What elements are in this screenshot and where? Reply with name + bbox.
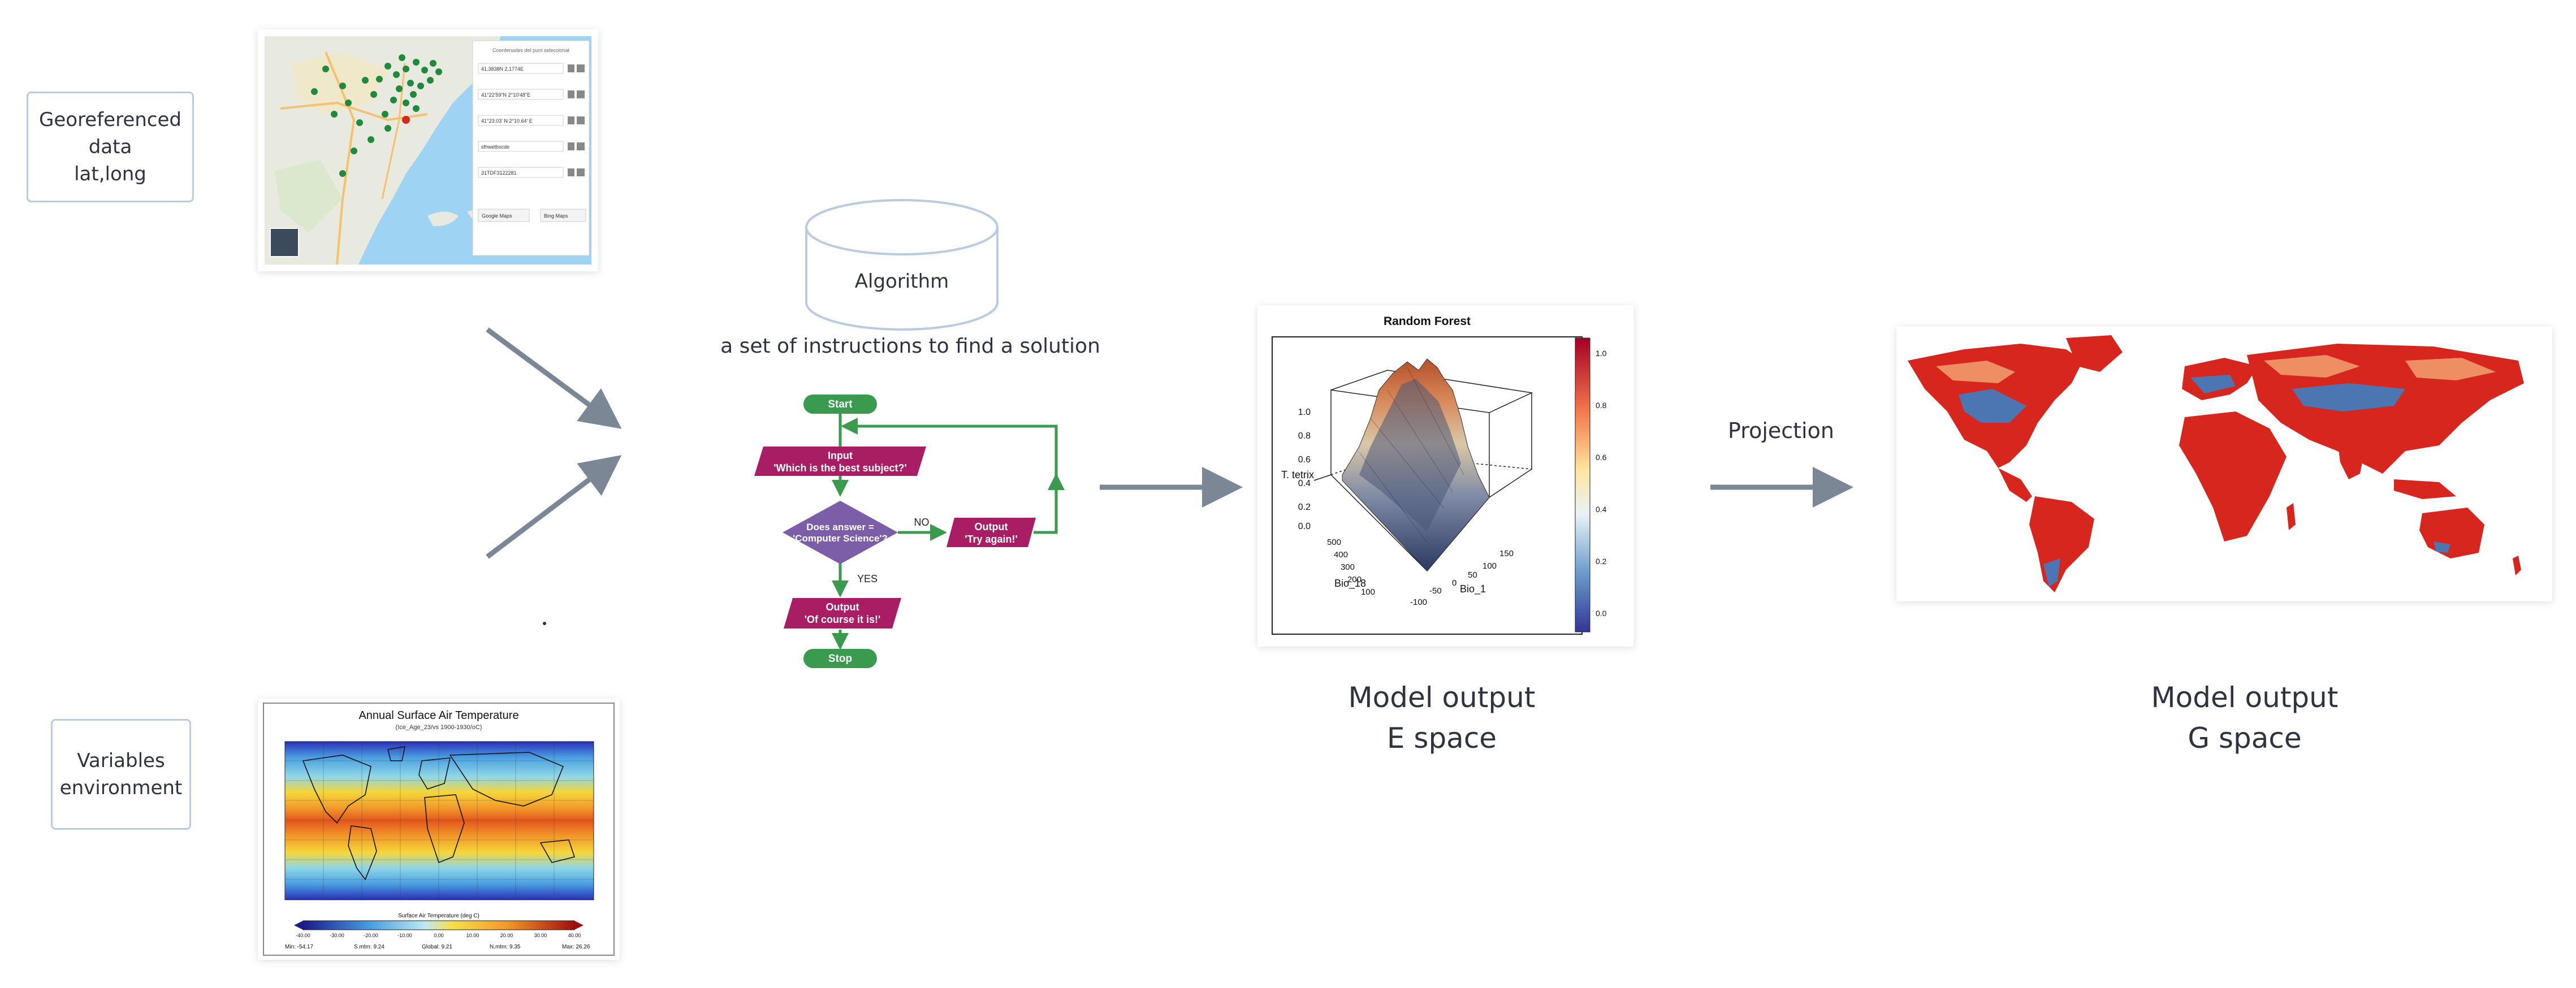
temp-tick-0: -40.00 [296, 933, 310, 938]
rf-title: Random Forest [1384, 315, 1471, 328]
flow-start [803, 395, 877, 414]
temperature-map-subtitle: (Ice_Age_23/vs 1900-1930/oC) [396, 724, 482, 731]
flow-output-try-again [946, 518, 1036, 547]
projection-label: Projection [1728, 418, 1834, 443]
temp-tick-1: -30.00 [330, 933, 344, 938]
arrow-variables-to-algorithm [486, 455, 622, 559]
rf-xtick-200: 200 [1347, 575, 1362, 584]
rf-ylabel: Bio_1 [1460, 583, 1486, 595]
rf-ytick-150: 150 [1499, 549, 1514, 558]
flow-ok-line1: Output [826, 601, 859, 613]
rf-cbar-tick-3: 0.6 [1596, 453, 1607, 462]
arrow-georef-to-algorithm [486, 327, 622, 429]
rf-cbar-tick-6: 0.0 [1596, 609, 1607, 618]
temperature-map-title: Annual Surface Air Temperature [358, 709, 518, 722]
temp-stat-global: Global: 9.21 [422, 944, 452, 950]
rf-ytick-neg50: -50 [1429, 586, 1442, 596]
rf-ztick-5: 0.2 [1298, 502, 1311, 512]
rf-xtick-300: 300 [1341, 562, 1355, 572]
variables-environment-box: Variables environment [51, 719, 191, 830]
map-field-3: 41°23.03' N 2°10.64' E [481, 118, 533, 124]
g-space-caption-line2: G space [2188, 722, 2302, 755]
rf-xtick-100: 100 [1361, 587, 1375, 597]
rf-ztick-3: 0.6 [1298, 455, 1311, 465]
flow-stop [803, 649, 877, 668]
temp-tick-7: 30.00 [534, 933, 547, 938]
georeferenced-data-box: Georeferenced data lat,long [27, 92, 194, 202]
temp-stat-nmtm: N.mtm: 9.35 [490, 944, 521, 950]
temp-tick-2: -20.00 [364, 933, 378, 938]
occurrence-map: Coordenades del punt seleccionat 41.3838… [265, 36, 591, 265]
rf-xtick-500: 500 [1327, 538, 1341, 547]
g-space-caption: Model output G space [2069, 677, 2420, 759]
world-map-card [1896, 327, 2552, 601]
algorithm-subtitle: a set of instructions to find a solution [720, 335, 1100, 358]
map-panel-title: Coordenades del punt seleccionat [492, 47, 570, 53]
rf-cbar-tick-4: 0.4 [1596, 505, 1607, 514]
variables-environment-label: Variables environment [59, 749, 183, 799]
occurrence-map-card: Coordenades del punt seleccionat 41.3838… [258, 29, 598, 271]
flow-input-line1: Input [828, 450, 853, 461]
flowchart: Start Input 'Which is the best subject?'… [754, 395, 1065, 668]
temp-stat-min: Min: -54.17 [285, 944, 313, 950]
rf-ytick-100: 100 [1483, 561, 1497, 571]
georeferenced-data-label: Georeferenced data lat,long [39, 109, 181, 185]
flow-start-label: Start [828, 398, 853, 410]
e-space-caption: Model output E space [1267, 677, 1617, 759]
algorithm-title: Algorithm [854, 270, 949, 293]
world-projection-map [1896, 327, 2552, 601]
rf-ztick-2: 0.8 [1298, 431, 1311, 441]
temp-tick-3: -10.00 [397, 933, 412, 938]
rf-ytick-50: 50 [1468, 570, 1477, 580]
temperature-map: Annual Surface Air Temperature (Ice_Age_… [263, 703, 615, 956]
temp-tick-6: 20.00 [500, 933, 513, 938]
stray-dot [543, 622, 546, 625]
flow-input [754, 447, 926, 476]
map-field-2: 41°22'59"N 2°10'48"E [481, 92, 530, 98]
rf-ztick-6: 0.0 [1298, 522, 1311, 531]
flow-stop-label: Stop [828, 653, 852, 665]
temp-stat-smtm: S.mtm: 9.24 [354, 944, 384, 950]
flow-yes-label: YES [857, 573, 878, 584]
flow-no-label: NO [914, 517, 930, 528]
rf-xlabel: Bio_18 [1334, 578, 1366, 590]
random-forest-plot: Random Forest 1.0 0.8 0.6 0.4 0.2 0.0 T.… [1272, 315, 1607, 635]
flow-ok-line2: 'Of course it is!' [805, 614, 881, 625]
rf-zlabel: T. tetrix [1281, 469, 1314, 480]
rf-cbar-tick-1: 1.0 [1596, 349, 1607, 358]
rf-cbar-tick-2: 0.8 [1596, 401, 1607, 410]
flow-decision-line1: Does answer = [806, 522, 874, 532]
flow-try-line1: Output [975, 521, 1008, 532]
rf-ytick-neg100: -100 [1410, 597, 1427, 607]
bing-maps-button[interactable]: Bing Maps [544, 213, 568, 219]
algorithm-cylinder [805, 199, 999, 331]
flow-try-line2: 'Try again!' [965, 534, 1018, 545]
e-space-caption-line2: E space [1386, 722, 1497, 755]
g-space-caption-line1: Model output [2151, 681, 2339, 714]
flow-input-line2: 'Which is the best subject?' [773, 462, 907, 474]
map-field-5: 31TDF3122281 [481, 170, 517, 176]
rf-cbar-tick-5: 0.2 [1596, 557, 1607, 566]
rf-xtick-400: 400 [1334, 550, 1348, 560]
flow-output-of-course [784, 598, 901, 629]
rf-ztick-4: 0.4 [1298, 479, 1311, 488]
flow-decision-line2: 'Computer Science'? [793, 533, 888, 544]
map-field-1: 41.3838N 2.1774E [481, 66, 524, 72]
temp-tick-4: 0.00 [434, 933, 444, 938]
temp-tick-5: 10.00 [466, 933, 479, 938]
random-forest-card: Random Forest 1.0 0.8 0.6 0.4 0.2 0.0 T.… [1257, 305, 1634, 647]
e-space-caption-line1: Model output [1348, 681, 1536, 714]
temp-tick-8: 40.00 [568, 933, 581, 938]
temperature-map-card: Annual Surface Air Temperature (Ice_Age_… [258, 699, 620, 960]
rf-ztick-1: 1.0 [1298, 408, 1311, 417]
map-field-4: sfhwetbxcde [481, 144, 509, 150]
rf-ytick-0: 0 [1452, 578, 1456, 588]
google-maps-button[interactable]: Google Maps [482, 213, 512, 219]
temperature-colorbar-label: Surface Air Temperature (deg C) [398, 913, 479, 919]
temp-stat-max: Max: 26.26 [562, 944, 590, 950]
flow-decision [783, 501, 898, 564]
